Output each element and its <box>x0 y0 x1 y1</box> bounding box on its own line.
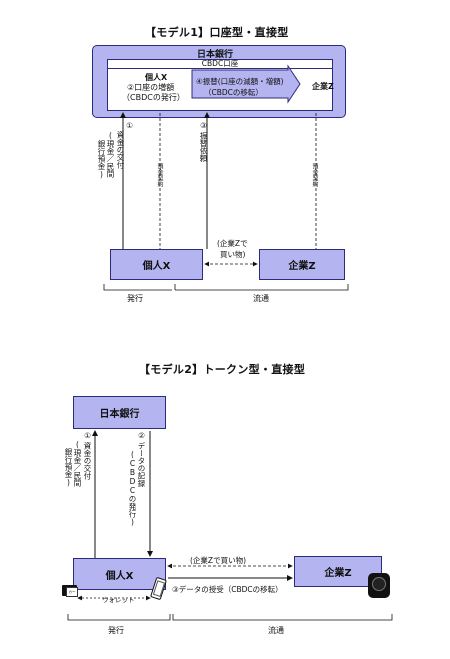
model1-boj-label: 日本銀行 <box>196 50 233 60</box>
model1-purchase-line1: (企業Zで <box>217 239 248 248</box>
model1-issue-label: 発行 <box>127 294 143 303</box>
model1-transfer-line1: ④振替(口座の減額・増額) <box>196 77 284 86</box>
model1-increase-line1: ②口座の増額 <box>127 83 175 92</box>
model2-issue-label: 発行 <box>108 626 124 635</box>
model2-cash-num: ① <box>83 431 92 440</box>
model2-purchase-label: (企業Zで買い物) <box>190 556 246 565</box>
model2-cash-c: 銀行預金) <box>64 448 73 487</box>
model1-purchase-line2: 買い物) <box>220 250 246 259</box>
model1-cash-a: 資金の交付 <box>116 131 125 169</box>
model1-step3-num: ③ <box>199 121 208 130</box>
model1-transfer-line2: （CBDCの移転） <box>204 88 263 97</box>
model2-data-num: ② <box>137 431 146 440</box>
model1-cash-num: ① <box>125 121 134 130</box>
model1-kigyo-z-account: 企業Z <box>312 82 334 91</box>
model1-title: 【モデル1】口座型・直接型 <box>145 26 289 39</box>
model2-kojin-x-box: 個人X <box>73 558 166 590</box>
model1-bracket <box>103 284 349 291</box>
model2-cash-b: (現金／民間 <box>73 440 82 487</box>
model1-cbdc-account-label: CBDC口座 <box>107 59 333 69</box>
model1-increase-line2: （CBDCの発行） <box>122 93 185 102</box>
model2-data-b: (CBDCの発行) <box>128 450 137 527</box>
model2-cash-a: 資金の交付 <box>83 442 92 480</box>
model1-circulation-label: 流通 <box>253 294 269 303</box>
model2-circulation-label: 流通 <box>268 626 284 635</box>
payment-terminal-icon <box>368 573 390 598</box>
model2-title: 【モデル2】トークン型・直接型 <box>139 363 306 376</box>
model1-deposit-contract-z: 預金契約 <box>311 163 318 187</box>
model2-wallet-label: ウォレット <box>102 596 135 604</box>
model2-transfer-label: ③データの授受（CBDCの移転） <box>172 585 283 594</box>
model1-kojin-x-box: 個人X <box>110 249 203 280</box>
model1-kojin-x-account: 個人X <box>145 73 168 82</box>
model1-cash-b: (現金／民間 <box>106 131 115 178</box>
model2-boj-box: 日本銀行 <box>73 396 166 429</box>
model2-kigyo-z-box: 企業Z <box>294 556 382 587</box>
model2-data-a: データの記録 <box>137 442 146 487</box>
card-face: カード <box>66 587 78 597</box>
model1-cash-c: 銀行預金) <box>97 140 106 179</box>
model1-step3-text: 振替依頼 <box>199 132 208 162</box>
model1-kigyo-z-box: 企業Z <box>259 249 345 280</box>
model2-bracket <box>67 614 393 621</box>
card-icon: カード <box>62 585 78 597</box>
model1-deposit-contract-x: 預金契約 <box>156 163 163 187</box>
